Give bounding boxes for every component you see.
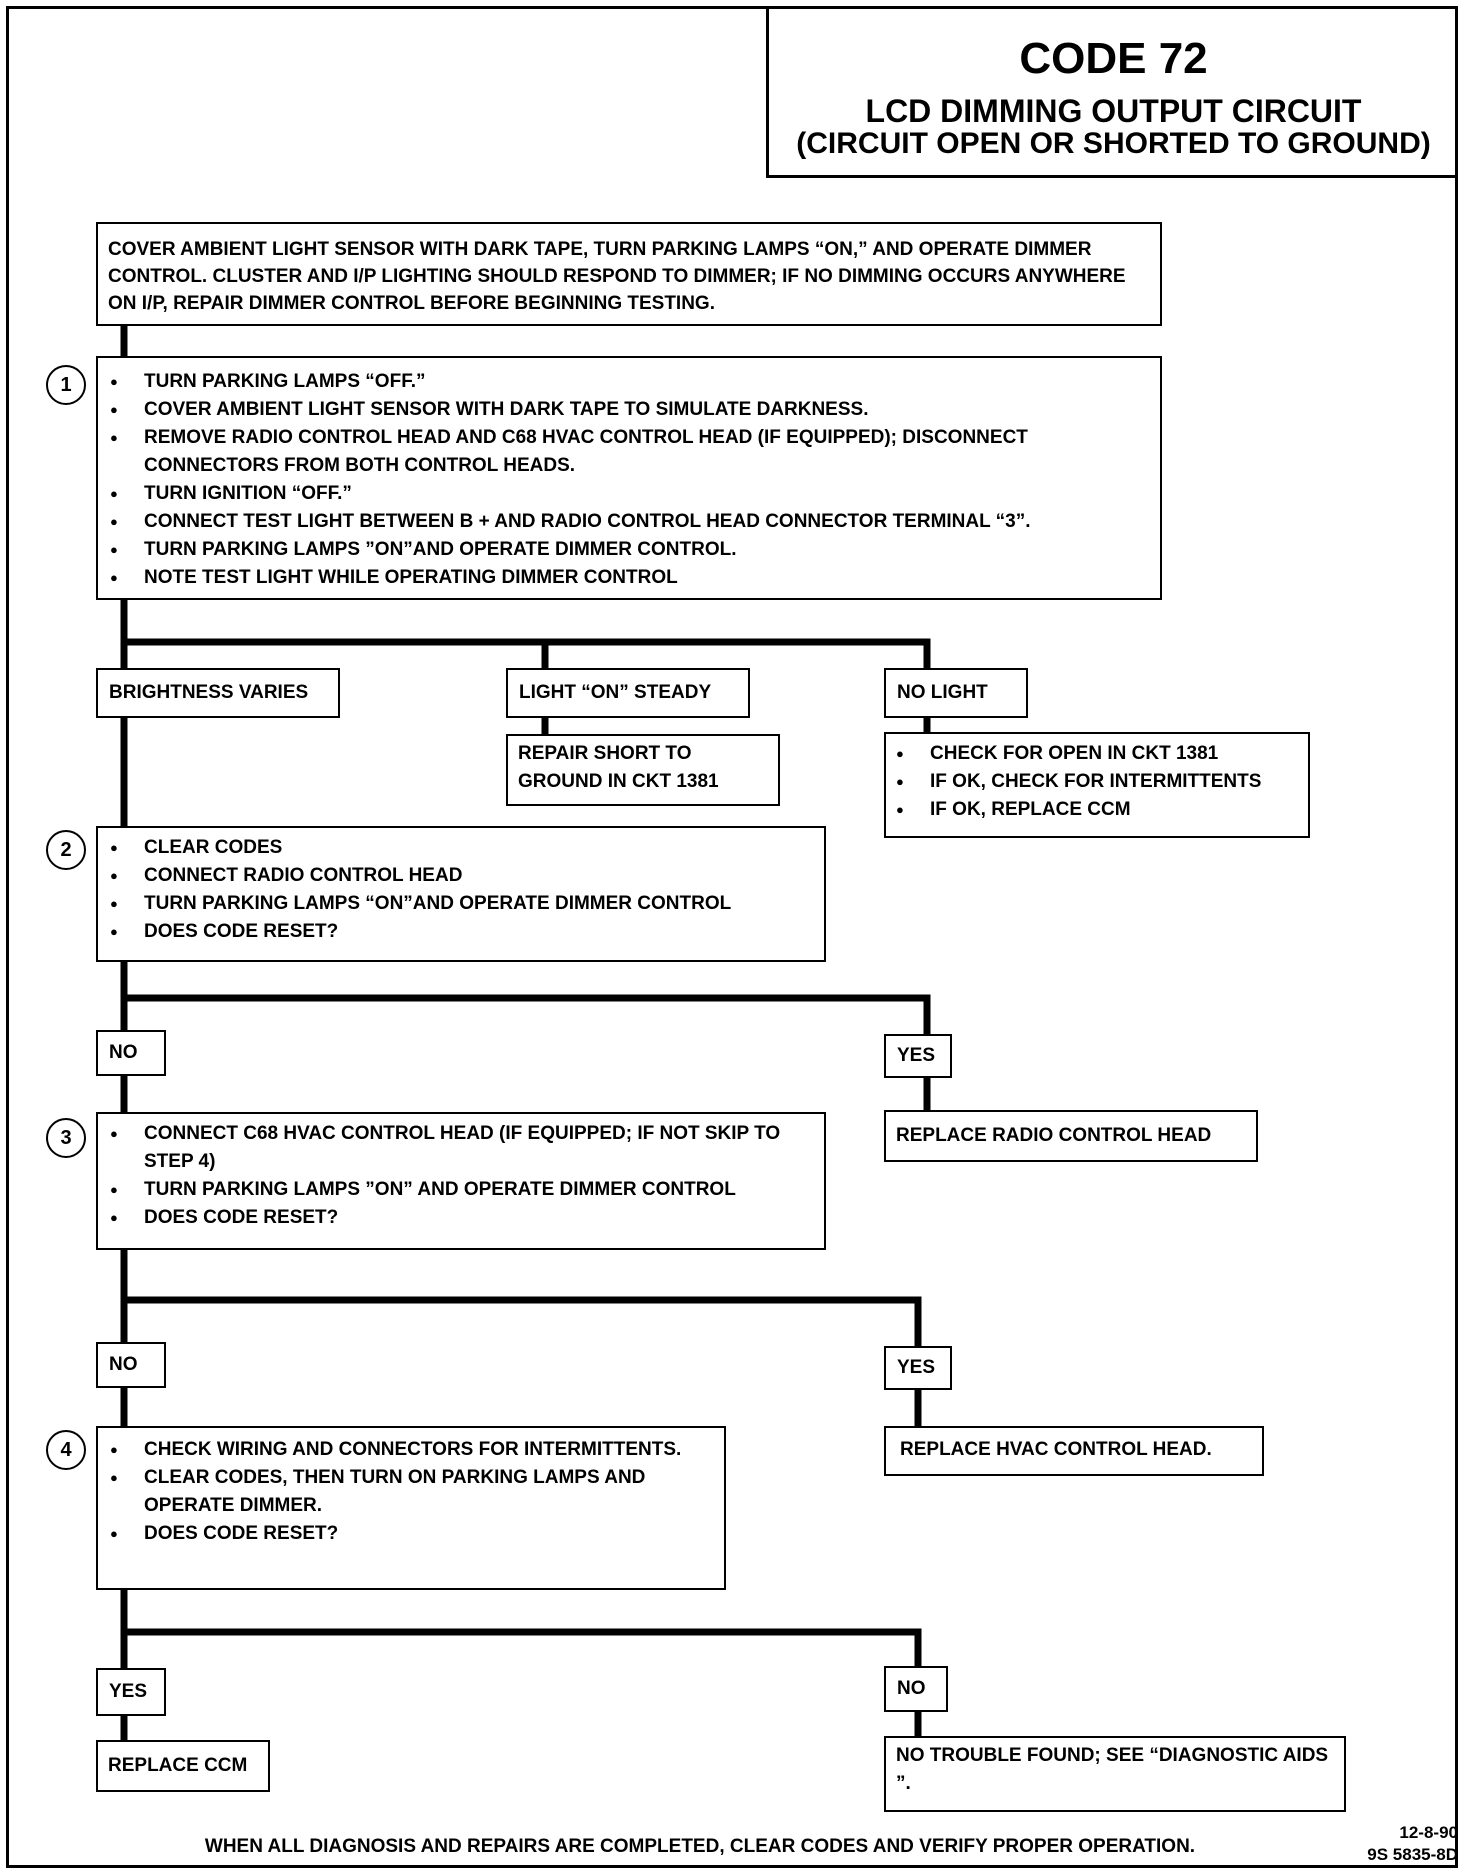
step-3-marker: 3 — [46, 1118, 86, 1158]
brightness-varies-label: BRIGHTNESS VARIES — [96, 668, 340, 718]
step-3-item: DOES CODE RESET? — [108, 1204, 814, 1232]
step-2-item: CONNECT RADIO CONTROL HEAD — [108, 862, 814, 890]
no-light-action: IF OK, REPLACE CCM — [894, 796, 1300, 824]
replace-hvac-box: REPLACE HVAC CONTROL HEAD. — [884, 1426, 1264, 1476]
step-1-item: CONNECT TEST LIGHT BETWEEN B + AND RADIO… — [108, 508, 1150, 536]
step-4-item: CHECK WIRING AND CONNECTORS FOR INTERMIT… — [108, 1436, 714, 1464]
title-block: CODE 72 LCD DIMMING OUTPUT CIRCUIT (CIRC… — [766, 8, 1458, 178]
no-trouble-text: NO TROUBLE FOUND; SEE “DIAGNOSTIC AIDS ”… — [896, 1745, 1329, 1794]
circuit-condition: (CIRCUIT OPEN OR SHORTED TO GROUND) — [796, 127, 1431, 160]
step-1-item: REMOVE RADIO CONTROL HEAD AND C68 HVAC C… — [108, 424, 1150, 480]
step-1-item: TURN PARKING LAMPS “OFF.” — [108, 368, 1150, 396]
step-3-no-label: NO — [96, 1342, 166, 1388]
stamp-doc-id: 9S 5835-8D — [1367, 1845, 1458, 1864]
replace-ccm-box: REPLACE CCM — [96, 1740, 270, 1792]
step-2-yes-label: YES — [884, 1034, 952, 1078]
repair-short-text: REPAIR SHORT TO GROUND IN CKT 1381 — [518, 743, 719, 792]
no-light-action: IF OK, CHECK FOR INTERMITTENTS — [894, 768, 1300, 796]
document-stamp: 12-8-90 9S 5835-8D — [1367, 1822, 1458, 1866]
code-title: CODE 72 — [1019, 34, 1208, 83]
step-4-item: CLEAR CODES, THEN TURN ON PARKING LAMPS … — [108, 1464, 714, 1520]
repair-short-box: REPAIR SHORT TO GROUND IN CKT 1381 — [506, 734, 780, 806]
step-4-box: CHECK WIRING AND CONNECTORS FOR INTERMIT… — [96, 1426, 726, 1590]
replace-hvac-text: REPLACE HVAC CONTROL HEAD. — [900, 1439, 1212, 1460]
step-1-box: TURN PARKING LAMPS “OFF.” COVER AMBIENT … — [96, 356, 1162, 600]
step-3-item: CONNECT C68 HVAC CONTROL HEAD (IF EQUIPP… — [108, 1120, 814, 1176]
page-border — [6, 6, 1458, 1868]
step-1-item: NOTE TEST LIGHT WHILE OPERATING DIMMER C… — [108, 564, 1150, 592]
footer-note: WHEN ALL DIAGNOSIS AND REPAIRS ARE COMPL… — [204, 1836, 1196, 1857]
step-3-box: CONNECT C68 HVAC CONTROL HEAD (IF EQUIPP… — [96, 1112, 826, 1250]
step-2-marker: 2 — [46, 830, 86, 870]
circuit-name: LCD DIMMING OUTPUT CIRCUIT — [865, 93, 1362, 129]
step-4-item: DOES CODE RESET? — [108, 1520, 714, 1548]
step-4-marker: 4 — [46, 1430, 86, 1470]
step-2-item: CLEAR CODES — [108, 834, 814, 862]
replace-radio-text: REPLACE RADIO CONTROL HEAD — [896, 1125, 1212, 1146]
step-3-item: TURN PARKING LAMPS ”ON” AND OPERATE DIMM… — [108, 1176, 814, 1204]
step-2-box: CLEAR CODES CONNECT RADIO CONTROL HEAD T… — [96, 826, 826, 962]
replace-radio-box: REPLACE RADIO CONTROL HEAD — [884, 1110, 1258, 1162]
light-on-steady-label: LIGHT “ON” STEADY — [506, 668, 750, 718]
intro-box: COVER AMBIENT LIGHT SENSOR WITH DARK TAP… — [96, 222, 1162, 326]
step-2-item: TURN PARKING LAMPS “ON”AND OPERATE DIMME… — [108, 890, 814, 918]
no-light-label: NO LIGHT — [884, 668, 1028, 718]
step-1-item: TURN IGNITION “OFF.” — [108, 480, 1150, 508]
intro-text: COVER AMBIENT LIGHT SENSOR WITH DARK TAP… — [108, 239, 1126, 314]
no-light-action: CHECK FOR OPEN IN CKT 1381 — [894, 740, 1300, 768]
step-4-yes-label: YES — [96, 1668, 166, 1716]
step-2-no-label: NO — [96, 1030, 166, 1076]
stamp-date: 12-8-90 — [1399, 1823, 1458, 1842]
no-light-actions-box: CHECK FOR OPEN IN CKT 1381 IF OK, CHECK … — [884, 732, 1310, 838]
step-1-item: COVER AMBIENT LIGHT SENSOR WITH DARK TAP… — [108, 396, 1150, 424]
step-3-yes-label: YES — [884, 1346, 952, 1390]
step-4-no-label: NO — [884, 1666, 948, 1712]
no-trouble-box: NO TROUBLE FOUND; SEE “DIAGNOSTIC AIDS ”… — [884, 1736, 1346, 1812]
step-1-item: TURN PARKING LAMPS ”ON”AND OPERATE DIMME… — [108, 536, 1150, 564]
step-1-marker: 1 — [46, 365, 86, 405]
step-2-item: DOES CODE RESET? — [108, 918, 814, 946]
replace-ccm-text: REPLACE CCM — [108, 1755, 248, 1776]
